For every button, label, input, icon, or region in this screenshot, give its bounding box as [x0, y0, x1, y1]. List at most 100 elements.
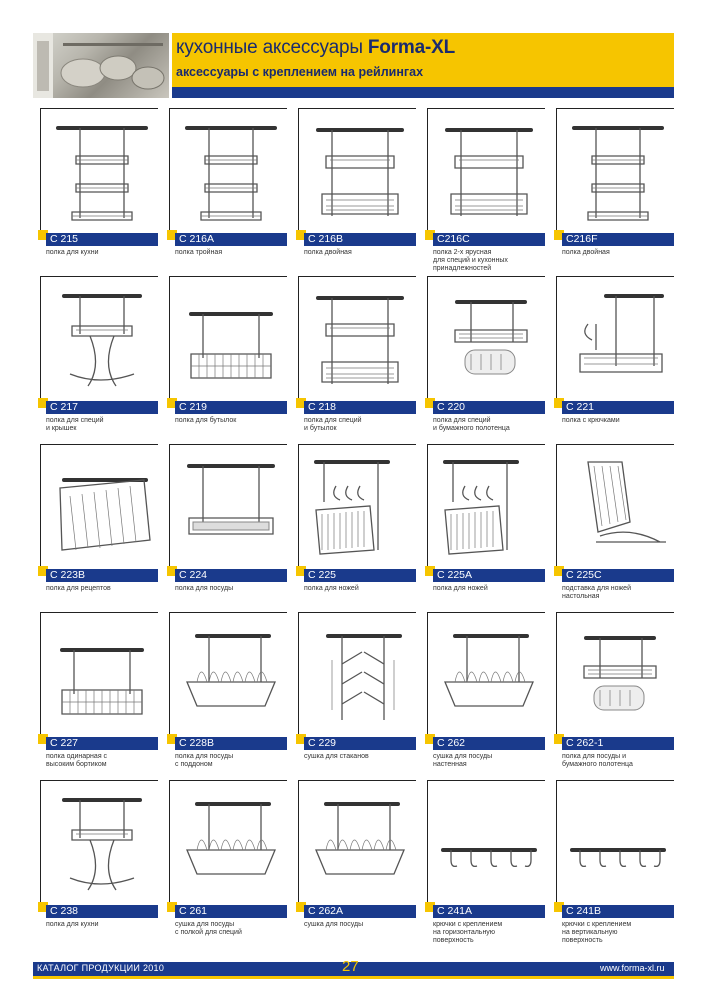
card-corner-marker — [167, 734, 177, 744]
description-line: для специй и кухонных — [433, 257, 508, 264]
description-line: поверхность — [433, 937, 474, 944]
description-line: поверхность — [562, 937, 603, 944]
card-corner-marker — [167, 566, 177, 576]
product-card[interactable]: C 262A сушка для посуды — [296, 780, 418, 945]
product-code: C 261 — [175, 905, 287, 918]
shelf-lid-icon — [62, 294, 142, 387]
card-frame — [40, 612, 158, 738]
card-frame — [556, 444, 674, 570]
description-line: с поддоном — [175, 761, 213, 768]
description-line: подставка для ножей — [562, 585, 631, 592]
product-code: C 215 — [46, 233, 158, 246]
card-frame — [169, 444, 287, 570]
card-corner-marker — [167, 902, 177, 912]
product-code: C 227 — [46, 737, 158, 750]
description-line: принадлежностей — [433, 265, 492, 272]
product-code: C 238 — [46, 905, 158, 918]
footer-url[interactable]: www.forma-xl.ru — [600, 963, 665, 973]
card-corner-marker — [38, 734, 48, 744]
product-code: C 216B — [304, 233, 416, 246]
card-frame — [298, 276, 416, 402]
product-code: C 262A — [304, 905, 416, 918]
card-frame — [556, 108, 674, 234]
product-code: C 262-1 — [562, 737, 674, 750]
card-corner-marker — [425, 734, 435, 744]
product-card[interactable]: C 229 сушка для стаканов — [296, 612, 418, 777]
product-description: сушка для посуды — [304, 921, 418, 929]
product-description: полка для бутылок — [175, 417, 289, 425]
card-corner-marker — [167, 230, 177, 240]
card-corner-marker — [38, 566, 48, 576]
product-card[interactable]: C 219 полка для бутылок — [167, 276, 289, 441]
card-frame — [40, 444, 158, 570]
product-code: C 262 — [433, 737, 545, 750]
description-line: полка для специй — [46, 417, 104, 424]
description-line: бумажного полотенца — [562, 761, 633, 768]
card-frame — [298, 780, 416, 906]
product-description: полка для ножей — [304, 585, 418, 593]
shelf-lid-icon — [62, 798, 142, 891]
card-frame — [556, 612, 674, 738]
card-corner-marker — [296, 566, 306, 576]
shelf-2tier-icon — [445, 128, 533, 216]
shelf-towel-icon — [583, 636, 657, 711]
product-code: C 223B — [46, 569, 158, 582]
card-frame — [169, 276, 287, 402]
product-code: C 241B — [562, 905, 674, 918]
product-code: C 229 — [304, 737, 416, 750]
basket-icon — [189, 312, 273, 379]
product-code: C 219 — [175, 401, 287, 414]
shelf-hooks-icon — [579, 294, 664, 373]
description-line: крючки с креплением — [562, 921, 632, 928]
card-corner-marker — [38, 230, 48, 240]
shelf-2tier-icon — [316, 128, 404, 216]
card-corner-marker — [296, 398, 306, 408]
description-line: и крышек — [46, 425, 77, 432]
shelf-3tier-icon — [56, 126, 148, 221]
card-frame — [427, 276, 545, 402]
card-frame — [298, 612, 416, 738]
knife-rack-icon — [314, 460, 390, 555]
dish-rack-icon — [186, 634, 276, 707]
hooks-icon — [570, 848, 666, 868]
card-corner-marker — [554, 566, 564, 576]
product-code: C 241A — [433, 905, 545, 918]
description-line: сушка для стаканов — [304, 753, 369, 760]
card-frame — [427, 444, 545, 570]
dish-rack-icon — [186, 802, 276, 875]
card-frame — [169, 108, 287, 234]
description-line: полка для посуды и — [562, 753, 626, 760]
card-frame — [40, 780, 158, 906]
card-frame — [556, 276, 674, 402]
description-line: полка с крючками — [562, 417, 620, 424]
product-description: полка для посуды — [175, 585, 289, 593]
